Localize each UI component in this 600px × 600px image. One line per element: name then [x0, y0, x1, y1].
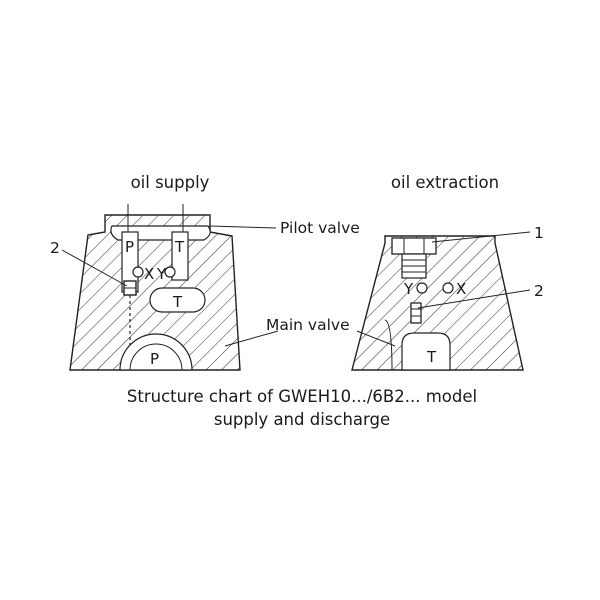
- left-x-label: X: [144, 265, 154, 283]
- left-y-label: Y: [156, 265, 167, 283]
- callout-2-right: 2: [534, 282, 544, 300]
- oil-supply-label: oil supply: [131, 173, 210, 192]
- caption-line-1: Structure chart of GWEH10.../6B2... mode…: [127, 387, 477, 406]
- right-t-label: T: [426, 348, 437, 366]
- oil-extraction-label: oil extraction: [391, 173, 499, 192]
- main-valve-label: Main valve: [266, 316, 350, 334]
- leader-2-right: [417, 289, 531, 309]
- right-plug-1: [391, 237, 437, 255]
- pilot-valve-label: Pilot valve: [280, 219, 360, 237]
- left-t-slot: [149, 287, 206, 313]
- right-y-label: Y: [403, 280, 414, 298]
- leader-pilot-valve: [209, 225, 277, 229]
- callout-2-left: 2: [50, 239, 60, 257]
- left-y-port-circle: [164, 266, 176, 278]
- leader-1: [431, 231, 531, 243]
- leader-main-valve-left: [224, 330, 279, 347]
- caption-line-2: supply and discharge: [214, 410, 390, 429]
- leader-2-left: [61, 249, 128, 287]
- left-t-top-label: T: [174, 238, 185, 256]
- left-p-top-label: P: [125, 238, 134, 256]
- callout-1: 1: [534, 224, 544, 242]
- right-side-bore: [384, 319, 393, 371]
- right-valve-body: [351, 235, 524, 371]
- right-t-cavity: [401, 332, 451, 371]
- leader-lines: [61, 225, 531, 347]
- left-p-bore: [119, 333, 193, 371]
- right-x-port-circle: [442, 282, 454, 294]
- right-x-label: X: [456, 280, 466, 298]
- left-t-channel: [171, 231, 189, 281]
- left-p-bore-inner: [129, 343, 183, 371]
- leader-main-valve-right: [356, 330, 396, 347]
- right-y-port-circle: [416, 282, 428, 294]
- right-insert-2: [410, 302, 422, 324]
- left-valve-body: [69, 204, 241, 371]
- left-x-port-circle: [132, 266, 144, 278]
- left-p-bottom-label: P: [150, 350, 159, 368]
- left-t-slot-label: T: [172, 293, 183, 311]
